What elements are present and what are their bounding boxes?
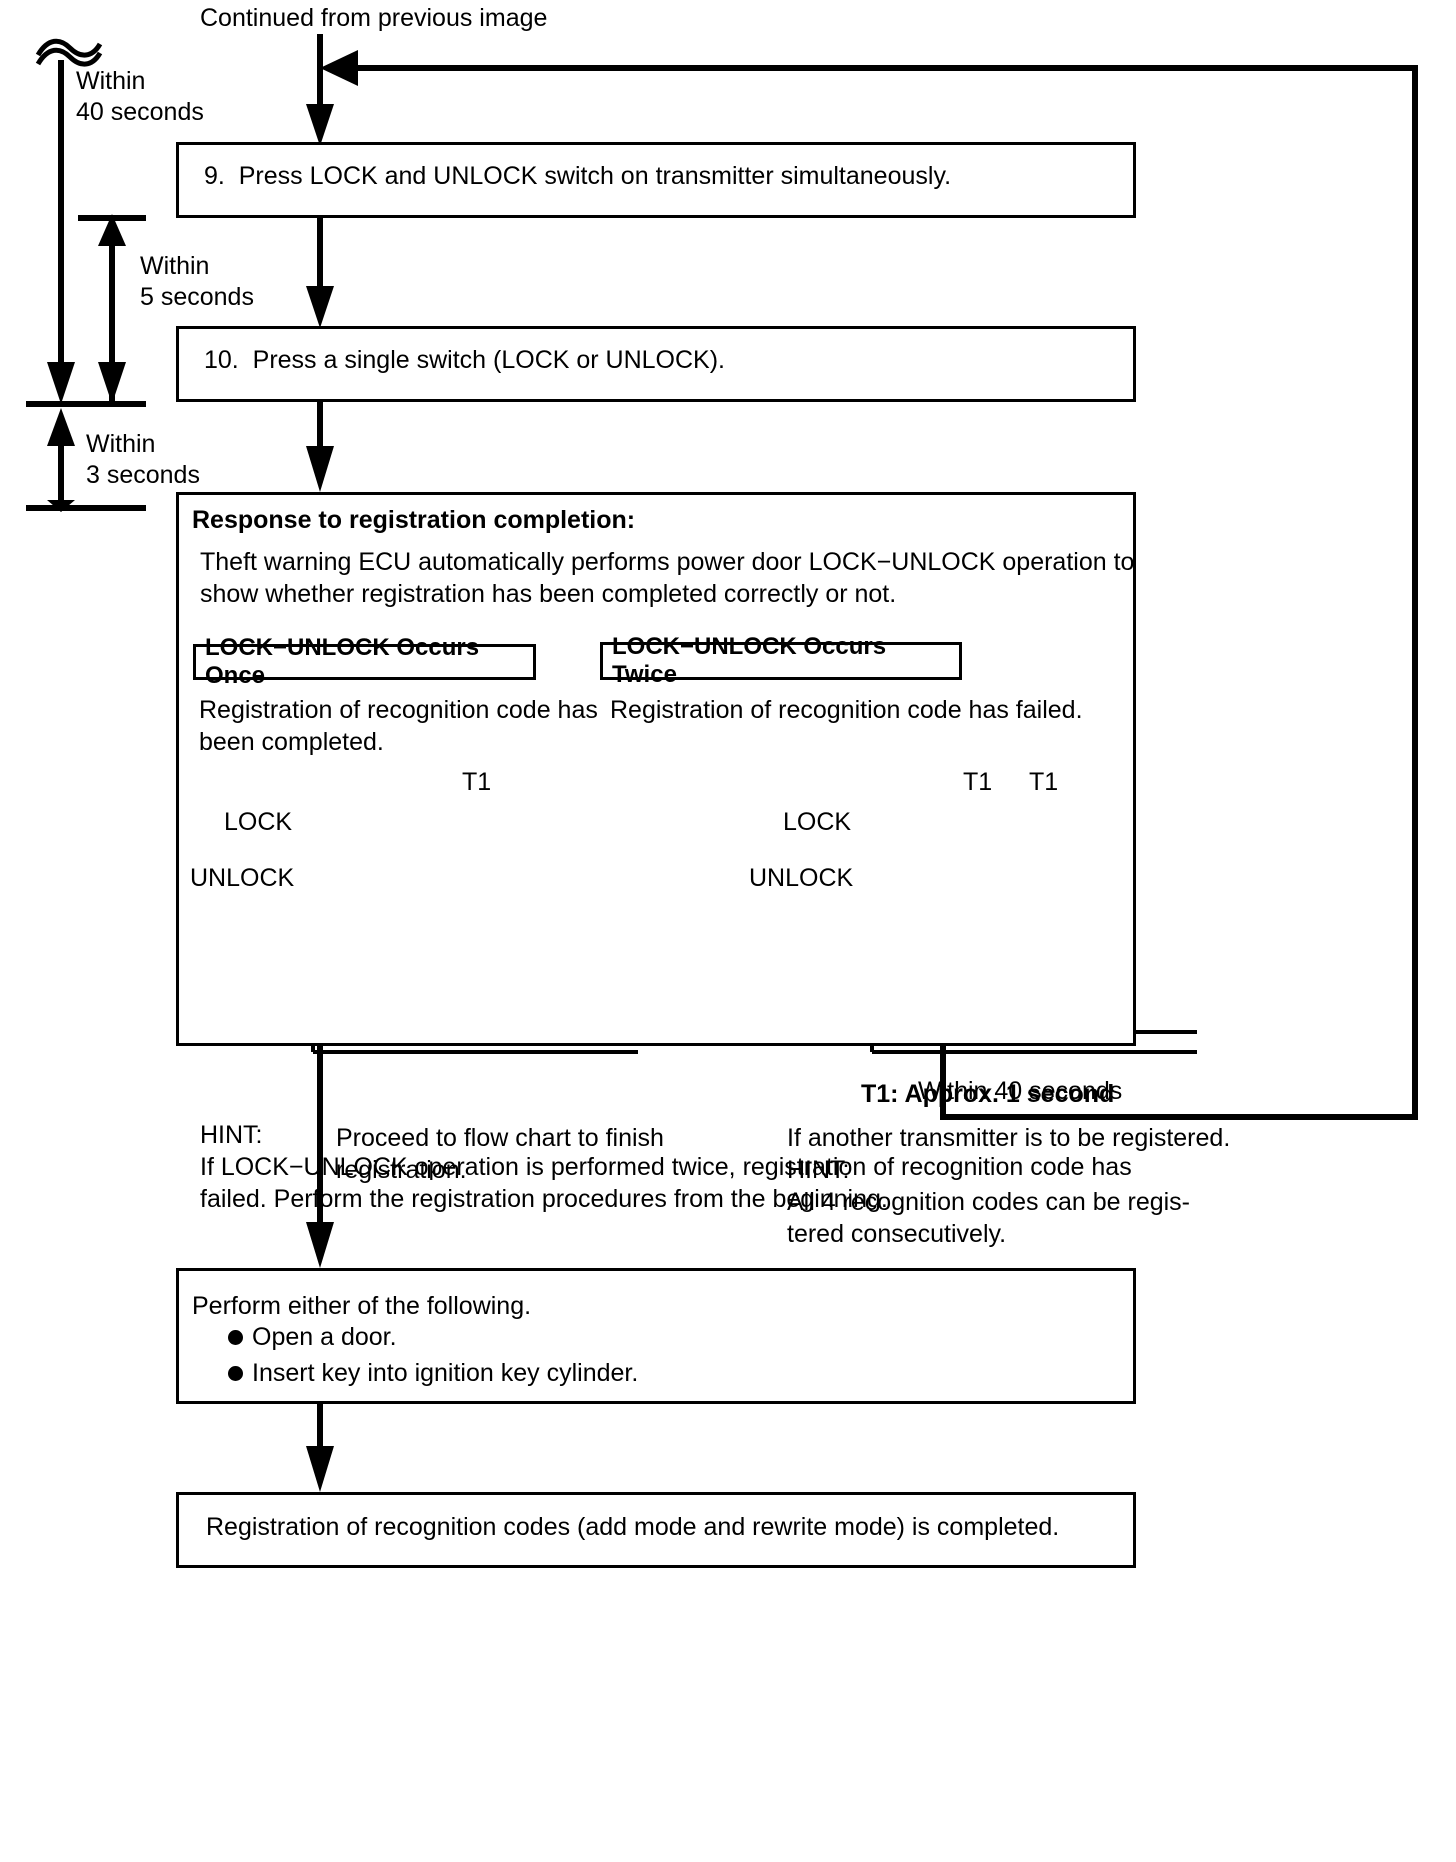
step10-to-response-arrow — [306, 400, 334, 492]
step-9-label: 9. Press LOCK and UNLOCK switch on trans… — [204, 162, 952, 190]
right-branch-line3: tered consecutively. — [787, 1220, 1007, 1248]
once-unlock-label: UNLOCK — [190, 864, 295, 892]
once-desc-line1: Registration of recognition code has — [199, 696, 598, 724]
response-hint-label: HINT: — [200, 1121, 263, 1149]
right-branch-hint-label: HINT: — [787, 1156, 850, 1184]
perform-item-1: Open a door. — [252, 1323, 397, 1351]
twice-t1-label-2: T1 — [1029, 768, 1059, 796]
step-10-box — [176, 326, 1136, 402]
step-10-label: 10. Press a single switch (LOCK or UNLOC… — [204, 346, 725, 374]
perform-item-2: Insert key into ignition key cylinder. — [252, 1359, 639, 1387]
timing-5s-line1: Within — [140, 252, 210, 280]
tag-lock-unlock-twice: LOCK−UNLOCK Occurs Twice — [600, 633, 962, 688]
left-branch-line1: Proceed to flow chart to finish — [336, 1124, 664, 1152]
perform-to-completed-arrow — [306, 1404, 334, 1492]
timing-3s-line1: Within — [86, 430, 156, 458]
twice-desc-line1: Registration of recognition code has fai… — [610, 696, 1083, 724]
right-branch-line1: If another transmitter is to be register… — [787, 1124, 1231, 1152]
left-branch-line2: registration. — [336, 1156, 467, 1184]
timing-40s-line2: 40 seconds — [76, 98, 204, 126]
response-body-line1: Theft warning ECU automatically performs… — [200, 548, 1135, 576]
once-t1-label: T1 — [462, 768, 492, 796]
response-hint-line1: If LOCK−UNLOCK operation is performed tw… — [200, 1153, 1132, 1181]
completed-box — [176, 1492, 1136, 1568]
right-branch-line2: All 4 recognition codes can be regis- — [787, 1188, 1191, 1216]
perform-heading: Perform either of the following. — [192, 1292, 532, 1320]
twice-t1-label-1: T1 — [963, 768, 993, 796]
twice-unlock-label: UNLOCK — [749, 864, 854, 892]
response-body-line2: show whether registration has been compl… — [200, 580, 897, 608]
timing-5s-line2: 5 seconds — [140, 283, 254, 311]
step9-to-step10-arrow — [306, 218, 334, 328]
completed-label: Registration of recognition codes (add m… — [206, 1513, 1060, 1541]
twice-lock-label: LOCK — [783, 808, 852, 836]
timing-3s-line2: 3 seconds — [86, 461, 200, 489]
tag-lock-unlock-once-label: LOCK−UNLOCK Occurs Once — [205, 634, 480, 689]
response-hint-line2: failed. Perform the registration procedu… — [200, 1185, 888, 1213]
response-heading: Response to registration completion: — [192, 506, 636, 534]
tag-lock-unlock-twice-label: LOCK−UNLOCK Occurs Twice — [612, 633, 887, 688]
bullet-icon-open-door — [228, 1330, 243, 1345]
timing-40s-line1: Within — [76, 67, 146, 95]
entry-arrow — [306, 34, 334, 146]
continued-from-previous-label: Continued from previous image — [200, 4, 548, 32]
bullet-icon-insert-key — [228, 1366, 243, 1381]
once-lock-label: LOCK — [224, 808, 293, 836]
once-desc-line2: been completed. — [199, 728, 384, 756]
response-box — [176, 492, 1136, 1046]
perform-box — [176, 1268, 1136, 1404]
t1-approx-note: T1: Approx. 1 second — [861, 1080, 1115, 1108]
tag-lock-unlock-once: LOCK−UNLOCK Occurs Once — [193, 634, 536, 689]
loop-within-40-seconds-label: Within 40 seconds — [918, 1077, 1123, 1105]
step-9-box — [176, 142, 1136, 218]
